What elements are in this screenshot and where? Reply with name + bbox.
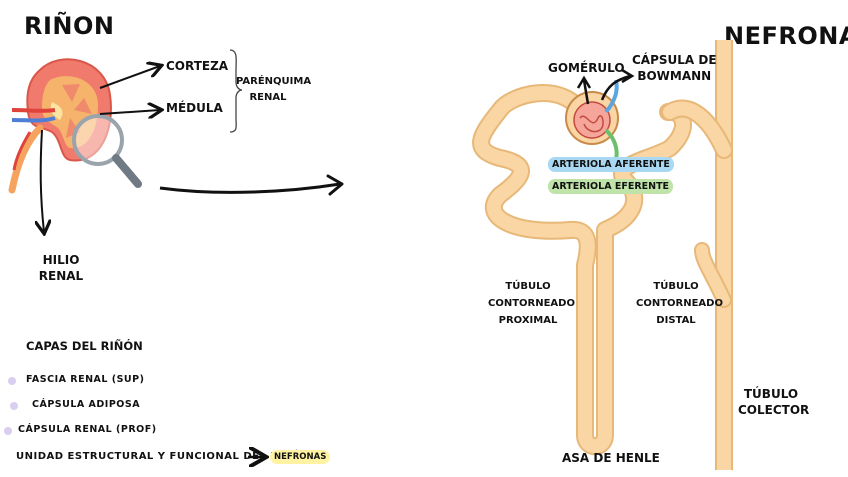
label-proximal: TÚBULO CONTORNEADO PROXIMAL — [488, 278, 575, 329]
distal-line3: DISTAL — [656, 315, 696, 326]
proximal-line2: CONTORNEADO — [488, 298, 575, 309]
layer-item-1: FASCIA RENAL (SUP) — [26, 374, 145, 385]
label-glomerulo: GOMÉRULO — [548, 61, 625, 75]
layer-item-2: CÁPSULA ADIPOSA — [32, 399, 141, 410]
distal-line2: CONTORNEADO — [636, 298, 723, 309]
proximal-line1: TÚBULO — [505, 281, 551, 292]
nephron-illustration — [472, 40, 733, 470]
colector-line2: COLECTOR — [738, 403, 810, 417]
capsula-line2: BOWMANN — [637, 69, 712, 83]
label-colector: TÚBULO COLECTOR — [738, 386, 810, 418]
nephron-title: NEFRONA — [724, 22, 848, 50]
nefronas-tag: NEFRONAS — [270, 450, 331, 464]
label-medula: MÉDULA — [166, 101, 223, 115]
label-parenquima: PARÉNQUIMA RENAL — [236, 74, 312, 106]
layer-item-3: CÁPSULA RENAL (PROF) — [18, 424, 157, 435]
distal-line1: TÚBULO — [653, 281, 699, 292]
parenquima-line1: PARÉNQUIMA — [236, 76, 312, 87]
label-corteza: CORTEZA — [166, 59, 229, 73]
kidney-title: RIÑON — [24, 12, 115, 40]
layers-heading: CAPAS DEL RIÑÓN — [26, 339, 143, 353]
unit-text: UNIDAD ESTRUCTURAL Y FUNCIONAL DEL RIÑÓN — [16, 451, 310, 462]
eferente-tag: ARTERIOLA EFERENTE — [548, 179, 674, 194]
label-capsula: CÁPSULA DE BOWMANN — [632, 52, 717, 84]
proximal-line3: PROXIMAL — [498, 315, 558, 326]
capsula-line1: CÁPSULA DE — [632, 53, 717, 67]
aferente-tag: ARTERIOLA AFERENTE — [548, 157, 674, 172]
parenquima-line2: RENAL — [249, 92, 287, 103]
hilio-line2: RENAL — [38, 269, 84, 283]
kidney-illustration — [8, 58, 142, 194]
bullet-dot — [4, 427, 12, 435]
label-henle: ASA DE HENLE — [562, 451, 660, 465]
colector-line1: TÚBULO — [743, 387, 799, 401]
bullet-dot — [10, 402, 18, 410]
bullet-dot — [8, 377, 16, 385]
label-distal: TÚBULO CONTORNEADO DISTAL — [636, 278, 723, 329]
hilio-line1: HILIO — [42, 253, 80, 267]
label-hilio: HILIO RENAL — [36, 252, 86, 284]
